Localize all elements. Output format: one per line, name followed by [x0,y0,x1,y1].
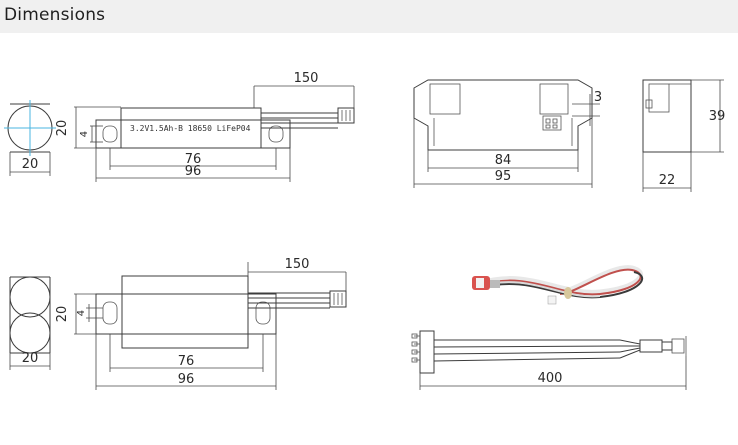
cable-photo [472,265,644,305]
bracket-hole-dim: 3 [594,90,602,105]
top-total-dim: 96 [185,164,202,179]
side-view-top: 3.2V1.5Ah-B 18650 LiFeP04 150 20 4 76 [55,71,355,182]
bracket-side-height-dim: 39 [709,109,726,124]
top-wire-length-dim: 150 [294,71,319,86]
end-bottom-width-dim: 20 [22,351,39,366]
bottom-wire-length-dim: 150 [285,257,310,272]
end-view-top: 20 [4,100,56,176]
bracket-plan-view: 3 84 95 [413,79,602,188]
side-view-bottom: 150 20 4 76 96 [55,257,347,390]
section-title: Dimensions [4,5,106,25]
top-height-dim: 20 [55,120,70,137]
bottom-inner-dim: 76 [178,354,195,369]
end-top-width-dim: 20 [22,157,39,172]
bottom-slot-dim: 4 [76,310,87,316]
bracket-inner-dim: 84 [495,153,512,168]
battery-label-top: 3.2V1.5Ah-B 18650 LiFeP04 [130,124,251,133]
section-header: Dimensions [0,0,738,33]
bracket-side-view: 39 22 [642,79,726,192]
bracket-total-dim: 95 [495,169,512,184]
bracket-side-width-dim: 22 [659,173,676,188]
cable-length-dim: 400 [538,371,563,386]
bottom-total-dim: 96 [178,372,195,387]
cable-drawing: 400 [411,330,687,390]
bottom-height-dim: 20 [55,306,70,323]
end-view-bottom: 20 [9,276,51,370]
top-slot-dim: 4 [79,131,90,137]
top-inner-dim: 76 [185,152,202,167]
